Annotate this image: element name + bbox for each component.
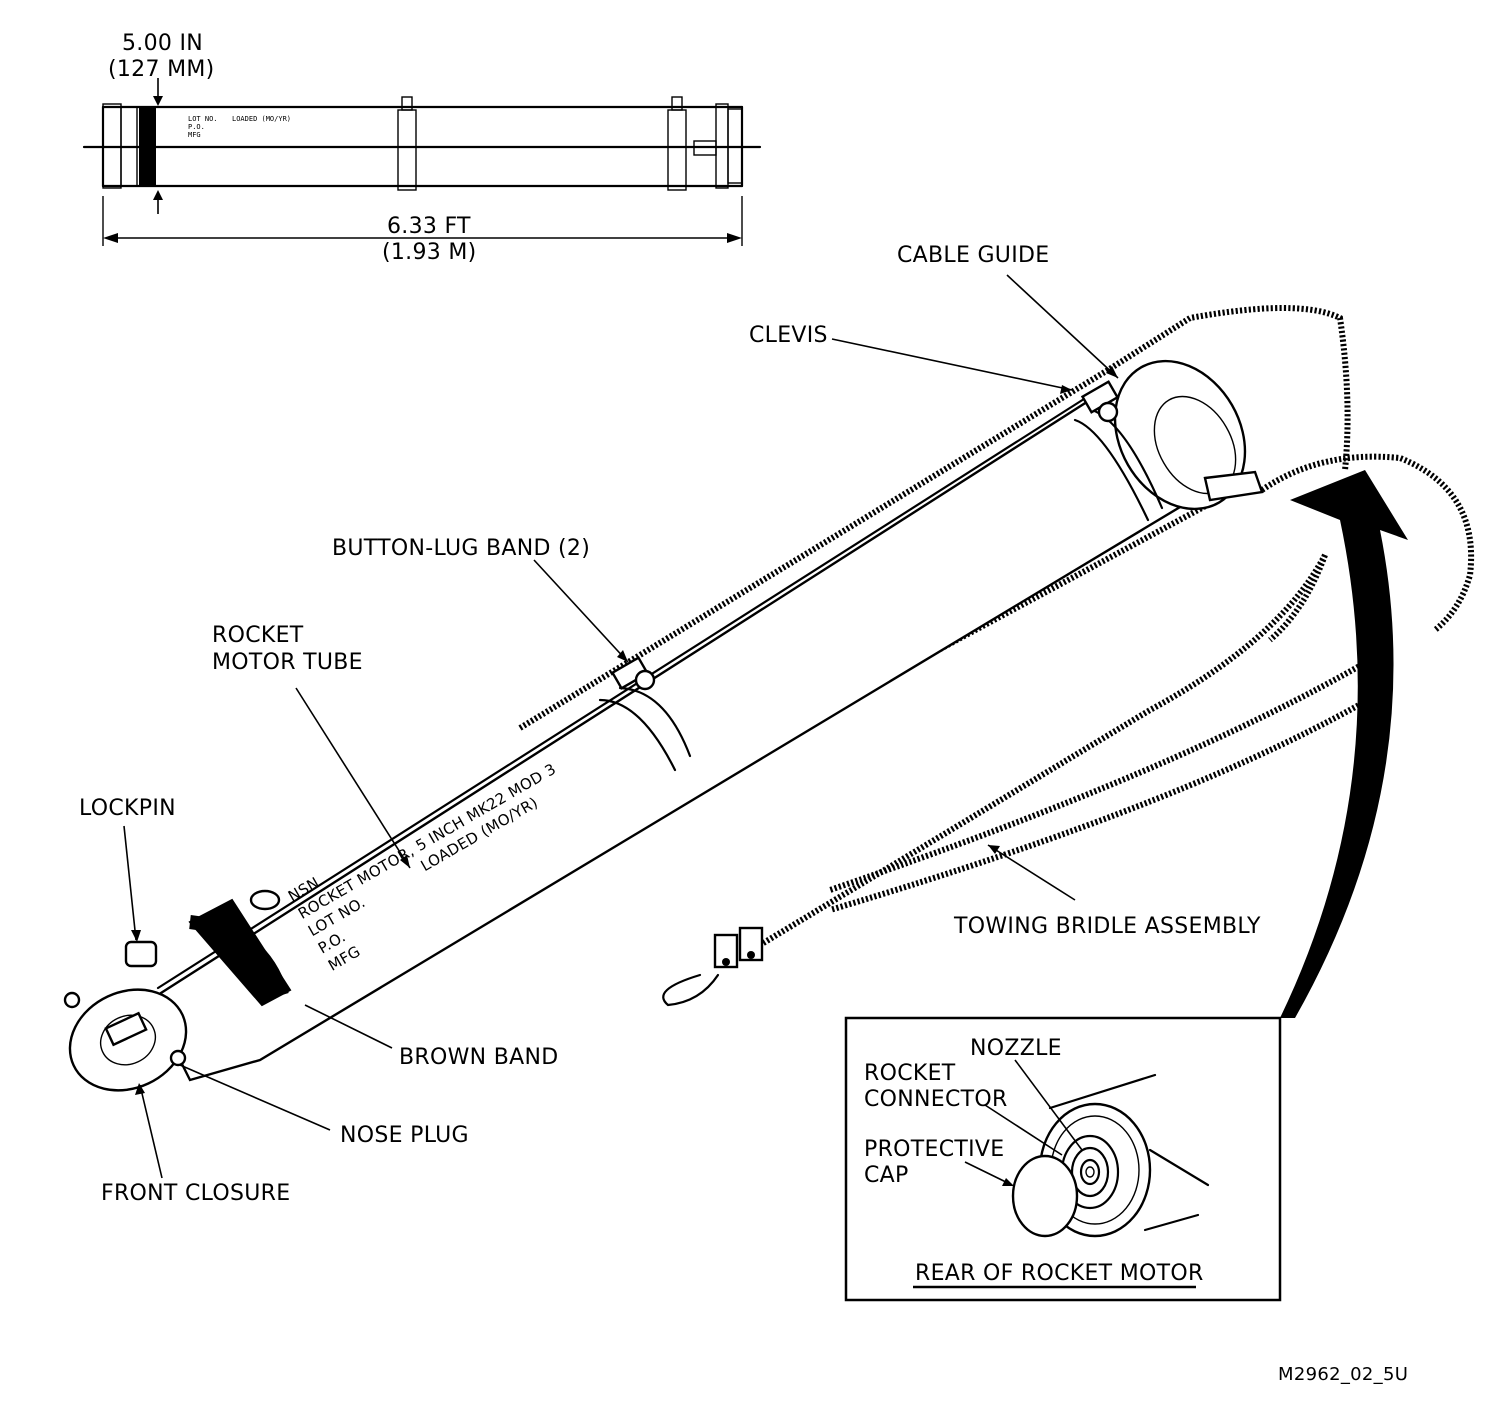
figure-id: M2962_02_5U — [1278, 1364, 1408, 1385]
label-rocket-motor-tube-1: ROCKET — [212, 623, 304, 648]
inset-label-rocket-connector-2: CONNECTOR — [864, 1087, 1008, 1112]
label-front-closure: FRONT CLOSURE — [101, 1181, 290, 1206]
inset-label-rocket-connector-1: ROCKET — [864, 1061, 956, 1086]
label-brown-band: BROWN BAND — [399, 1045, 558, 1070]
overview-brown-band — [139, 107, 156, 186]
svg-text:MFG: MFG — [188, 131, 201, 139]
big-arrow — [1280, 470, 1408, 1018]
inset-label-nozzle: NOZZLE — [970, 1036, 1062, 1061]
overview-drawing: LOT NO. P.O. MFG LOADED (MO/YR) — [82, 78, 762, 246]
label-button-lug-band: BUTTON-LUG BAND (2) — [332, 536, 590, 561]
rocket-motor-drawing — [63, 305, 1351, 1092]
leader-lines — [123, 274, 1119, 1179]
svg-text:LOT NO.: LOT NO. — [188, 115, 218, 123]
front-closure-shape — [68, 988, 188, 1092]
overview-diameter-in: 5.00 IN — [122, 31, 203, 56]
svg-text:P.O.: P.O. — [188, 123, 205, 131]
overview-length-m: (1.93 M) — [382, 240, 477, 265]
label-rocket-motor-tube-2: MOTOR TUBE — [212, 650, 363, 675]
label-clevis: CLEVIS — [749, 323, 828, 348]
label-cable-guide: CABLE GUIDE — [897, 243, 1049, 268]
label-towing-bridle-assembly: TOWING BRIDLE ASSEMBLY — [953, 914, 1261, 939]
inset-rear-of-rocket-motor — [844, 1016, 1282, 1302]
protective-cap-shape — [1011, 1154, 1079, 1238]
overview-length-ft: 6.33 FT — [387, 214, 471, 239]
label-nose-plug: NOSE PLUG — [340, 1123, 469, 1148]
label-lockpin: LOCKPIN — [79, 796, 176, 821]
svg-text:LOADED (MO/YR): LOADED (MO/YR) — [232, 115, 291, 123]
inset-caption: REAR OF ROCKET MOTOR — [915, 1261, 1204, 1286]
inset-label-protective-cap-2: CAP — [864, 1163, 909, 1188]
inset-label-protective-cap-1: PROTECTIVE — [864, 1137, 1004, 1162]
lockpin-shape — [124, 940, 158, 968]
towing-bridle — [662, 453, 1475, 1007]
overview-diameter-mm: (127 MM) — [108, 57, 215, 82]
